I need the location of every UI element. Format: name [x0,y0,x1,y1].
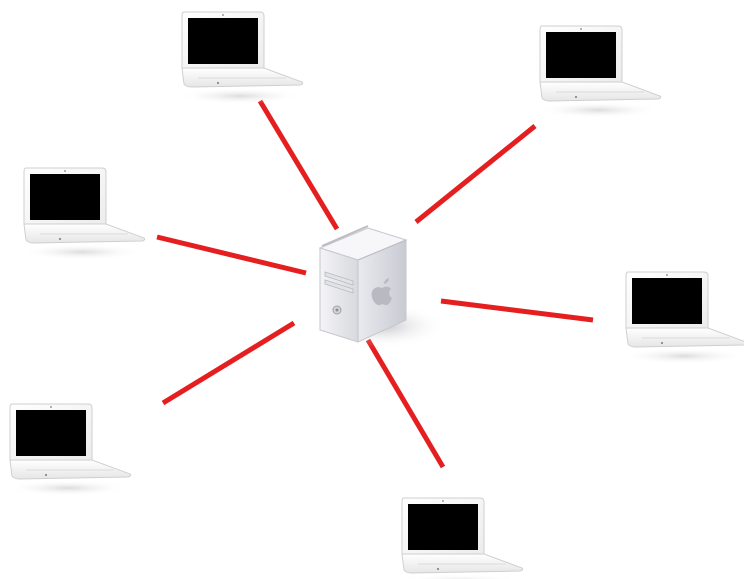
laptop-bottom-center [398,498,523,579]
laptop-mid-right [622,272,744,364]
link-mid-left [157,237,306,273]
laptop-top-right [536,26,661,118]
laptop-top-left [178,12,303,104]
link-top-left [260,101,337,229]
link-bottom-center [368,340,443,467]
link-mid-right [441,301,593,320]
laptop-bottom-left [6,404,131,496]
link-bottom-left [163,323,294,403]
link-top-right [416,126,535,222]
laptop-mid-left [20,168,145,260]
server-tower-icon [320,226,446,348]
